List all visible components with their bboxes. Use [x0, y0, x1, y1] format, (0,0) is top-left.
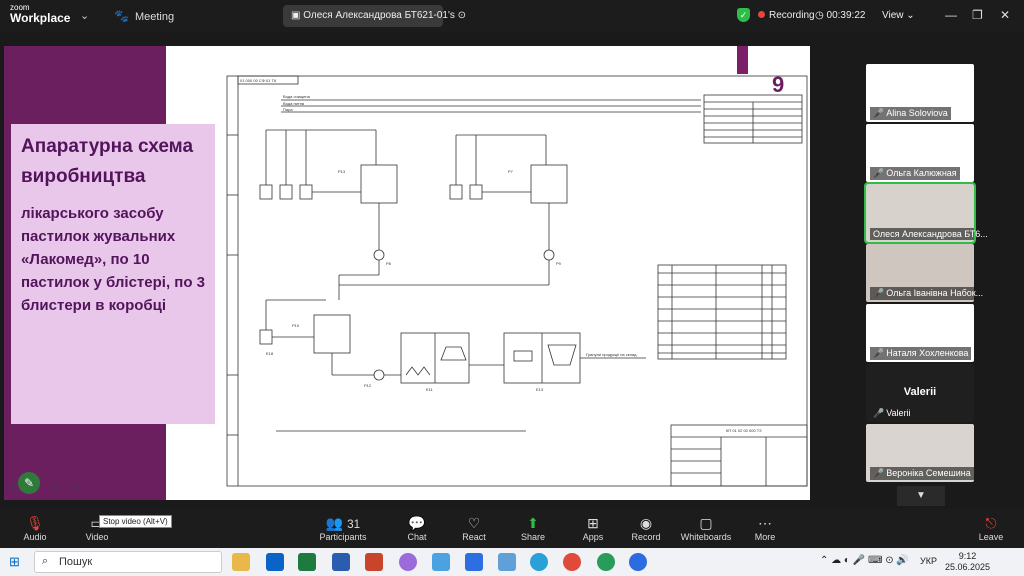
participants-icon: 👥 31 [325, 515, 361, 531]
mic-muted-icon: 🎤 [873, 168, 885, 178]
slide-subtitle: лікарського засобу пастилок жувальних «Л… [21, 205, 206, 314]
share-icon: ⬆ [527, 515, 539, 531]
drawing-label: Р8 [386, 261, 392, 266]
drawing-label: Е13 [536, 387, 544, 392]
chat-button[interactable]: 💬Chat [387, 514, 447, 542]
slide-grid-icon[interactable] [50, 483, 60, 489]
slide-title: Апаратурна схема виробництва [21, 136, 194, 187]
whiteboards-button[interactable]: ▢Whiteboards [676, 514, 736, 542]
participant-tile[interactable]: Valerii 🎤Valerii [866, 364, 974, 422]
slide-prev-icon[interactable] [8, 483, 18, 489]
recording-indicator[interactable]: Recording [758, 10, 815, 21]
edge-icon[interactable] [597, 553, 615, 571]
zoom-logo: zoom Workplace [10, 3, 71, 25]
mic-muted-icon: 🎙 [26, 515, 44, 531]
app-icon[interactable] [498, 553, 516, 571]
close-icon[interactable]: ✕ [1000, 8, 1011, 22]
more-icon: ⋯ [758, 515, 772, 531]
mic-muted-icon: 🎤 [873, 288, 885, 298]
participant-tile[interactable]: 🎤Alina Soloviova [866, 64, 974, 122]
drawing-header-code: 01 000 00 СФ.01 Т6 [240, 78, 277, 83]
annotate-pencil-icon[interactable]: ✎ [18, 472, 40, 494]
top-bar: zoom Workplace ⌄ 🐾Meeting ▣ Олеся Алекса… [0, 0, 1024, 32]
meeting-timer: ◷ 00:39:22 [815, 10, 866, 21]
system-tray-icons[interactable]: ⌃ ☁ ◐ 🎤 ⌨ ⊙ 🔊 [820, 555, 909, 566]
more-button[interactable]: ⋯More [735, 514, 795, 542]
participant-tile[interactable]: 🎤Ольга Калюжная [866, 124, 974, 182]
file-explorer-icon[interactable] [232, 553, 250, 571]
language-indicator[interactable]: УКР [920, 556, 937, 566]
record-button[interactable]: ◉Record [616, 514, 676, 542]
zoom-icon[interactable] [629, 553, 647, 571]
mic-muted-icon: 🎤 [873, 468, 885, 478]
drawing-label: Вода питна [283, 101, 305, 106]
apps-icon: ⊞ [587, 515, 599, 531]
chat-icon: 💬 [408, 515, 426, 531]
app-icon[interactable] [399, 553, 417, 571]
participant-tile[interactable]: 🎤Наталя Хохленкова [866, 304, 974, 362]
minimize-icon[interactable]: — [945, 8, 957, 22]
word-icon[interactable] [332, 553, 350, 571]
mic-muted-icon: 🎤 [873, 408, 885, 418]
slide-title-card: Апаратурна схема виробництва лікарського… [11, 124, 215, 424]
participant-tile[interactable]: 🎤Вероніка Семешина [866, 424, 974, 482]
telegram-icon[interactable] [530, 553, 548, 571]
chevron-down-icon[interactable]: ⌄ [80, 10, 90, 22]
drawing-label: Р9 [556, 261, 562, 266]
react-button[interactable]: ♡React [444, 514, 504, 542]
store-icon[interactable] [465, 553, 483, 571]
excel-icon[interactable] [298, 553, 316, 571]
slide-accent-bar [737, 46, 748, 74]
restore-icon[interactable]: ❐ [972, 8, 983, 22]
record-icon: ◉ [639, 515, 653, 531]
powerpoint-icon[interactable] [365, 553, 383, 571]
view-button[interactable]: View ⌄ [882, 10, 915, 21]
participant-tile-active[interactable]: Олеся Александрова БТ6... [864, 182, 988, 244]
drawing-label: Вода очищена [283, 94, 311, 99]
windows-start-icon[interactable]: ⊞ [9, 554, 20, 569]
audio-button[interactable]: 🎙Audio [5, 514, 65, 542]
share-button[interactable]: ⬆Share [503, 514, 563, 542]
security-shield-icon[interactable]: ✓ [737, 8, 750, 22]
participant-display-name: Valerii [903, 386, 937, 398]
heart-icon: ♡ [467, 515, 481, 531]
meeting-menu[interactable]: 🐾Meeting [114, 9, 175, 23]
gallery-scroll-down-icon[interactable]: ▼ [897, 486, 945, 506]
search-icon: ⌕ [42, 555, 49, 567]
technical-drawing: 01 000 00 СФ.01 Т6 КП 01 02 00 000 ТЗ Гр… [226, 75, 808, 487]
drawing-label: Е18 [266, 351, 274, 356]
chrome-icon[interactable] [563, 553, 581, 571]
screen-share-tab[interactable]: ▣ Олеся Александрова БТ621-01's ⊙ [283, 5, 466, 27]
drawing-label: Р10 [292, 323, 300, 328]
leave-button[interactable]: ⎋Leave [961, 514, 1021, 542]
video-tooltip: Stop video (Alt+V) [99, 515, 172, 528]
drawing-output-label: Гранули продукції на склад [586, 352, 637, 357]
leave-icon: ⎋ [985, 515, 997, 531]
slide-page-number: 9 [772, 72, 785, 97]
drawing-label: Пара [283, 107, 293, 112]
drawing-label: Р7 [508, 169, 514, 174]
mic-muted-icon: 🎤 [873, 108, 885, 118]
taskbar-search-input[interactable]: ⌕Пошук [34, 551, 222, 573]
drawing-stamp-code: КП 01 02 00 000 ТЗ [726, 428, 762, 433]
photos-icon[interactable] [432, 553, 450, 571]
record-dot-icon [758, 11, 765, 18]
drawing-label: Е11 [426, 387, 434, 392]
outlook-icon[interactable] [266, 553, 284, 571]
slide-next-icon[interactable] [70, 483, 80, 489]
drawing-label: Р12 [364, 383, 372, 388]
mic-muted-icon: 🎤 [873, 348, 885, 358]
shared-screen: Апаратурна схема виробництва лікарського… [4, 46, 810, 500]
participant-tile[interactable]: 🎤Ольга Іванівна Набок... [866, 244, 983, 302]
paw-icon: 🐾 [114, 9, 129, 23]
apps-button[interactable]: ⊞Apps [563, 514, 623, 542]
whiteboard-icon: ▢ [699, 515, 713, 531]
drawing-label: Р13 [338, 169, 346, 174]
